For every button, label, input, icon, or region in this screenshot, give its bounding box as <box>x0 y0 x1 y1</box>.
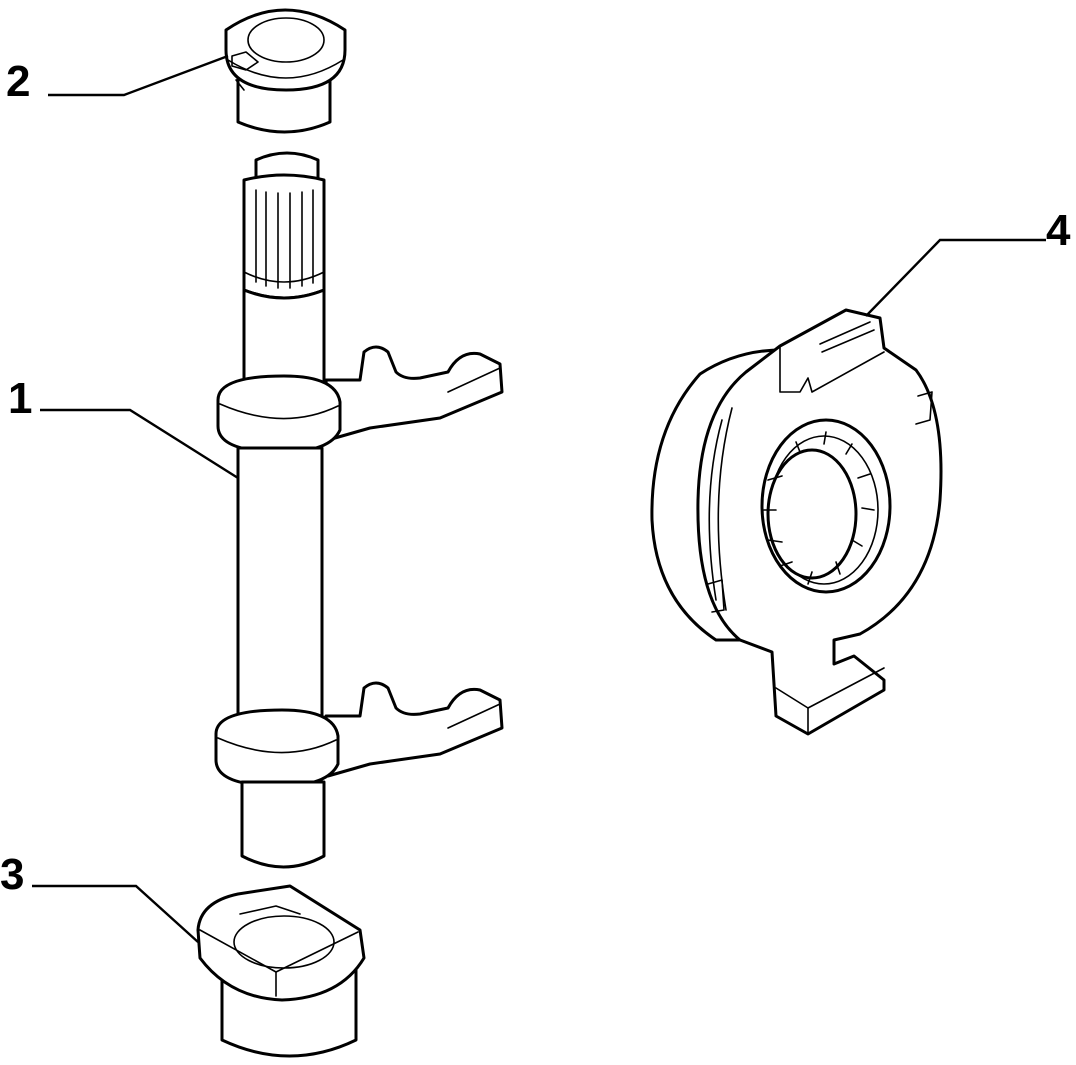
leader-line-3 <box>32 884 199 943</box>
leader-line-1 <box>40 408 239 480</box>
part-1-selector-shaft <box>214 151 504 869</box>
leader-lines <box>32 54 1046 943</box>
callout-4: 4 <box>1046 206 1071 255</box>
callout-1: 1 <box>8 374 32 423</box>
part-3-lower-bushing <box>196 884 366 1058</box>
leader-line-2 <box>48 54 229 97</box>
part-2-upper-bushing <box>224 8 347 134</box>
callout-2: 2 <box>6 57 30 106</box>
leader-line-4 <box>865 238 1046 317</box>
callout-labels: 2 1 3 4 <box>0 57 1071 899</box>
part-4-release-bearing <box>650 308 943 736</box>
callout-3: 3 <box>0 850 24 899</box>
